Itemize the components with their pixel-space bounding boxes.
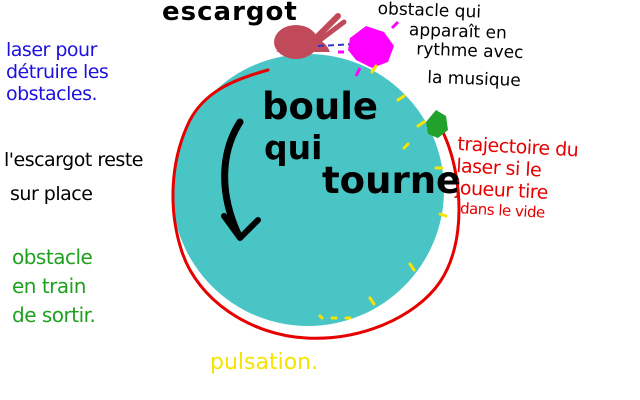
snail-stays-line-2: sur place [10,182,93,205]
ball-line-3: tourne [322,159,462,203]
snail-stays-line-1: l'escargot reste [4,149,143,171]
laser-line-3: obstacles. [6,82,98,105]
laser-line-2: détruire les [6,60,109,83]
escargot-label: escargot [162,0,298,27]
music-obstacle-line-3: rythme avec [415,39,524,64]
ball-label: boule qui tourne [262,85,462,203]
rotation-arrow-icon [221,118,261,241]
emerging-obstacle-icon [426,110,448,138]
emerging-line-1: obstacle [12,245,93,269]
music-obstacle-note: obstacle qui apparaît en rythme avec la … [375,0,525,91]
laser-note: laser pour détruire les obstacles. [6,39,109,106]
emerging-obstacle-note: obstacle en train de sortir. [12,245,96,333]
music-obstacle-icon [338,20,400,77]
snail-icon [274,13,347,59]
snail-stays-note: l'escargot reste sur place [4,149,143,206]
ball-line-1: boule [262,85,379,128]
pulsation-label: pulsation. [210,350,319,375]
emerging-line-2: en train [12,274,86,298]
ball-line-2: qui [264,127,323,167]
emerging-line-3: de sortir. [12,303,96,327]
laser-line-1: laser pour [6,39,97,61]
laser-trajectory-arc [171,68,461,340]
pulsation-ticks [318,64,448,320]
trajectory-note: trajectoire du laser si le joueur tire d… [454,133,579,223]
